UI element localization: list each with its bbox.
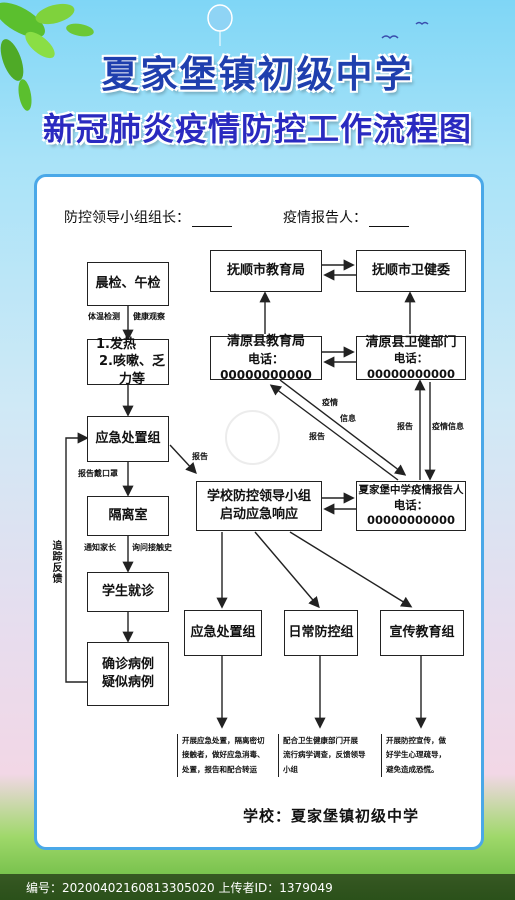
fushun-edu-label: 抚顺市教育局 (226, 263, 305, 279)
image-footer: 编号：20200402160813305020 上传者ID：1379049 (0, 874, 515, 900)
fushun-edu-box: 抚顺市教育局 (210, 250, 322, 292)
fushun-health-label: 抚顺市卫健委 (371, 263, 450, 279)
info-label: 信息 (340, 414, 356, 423)
sub-emergency-label: 应急处置组 (190, 625, 256, 641)
trace-feedback-label: 追踪反馈 (50, 540, 61, 584)
symptom-cough: 2.咳嗽、乏力等 (99, 354, 165, 387)
school-leader-label: 学校防控领导小组 (206, 489, 311, 505)
hospital-box: 学生就诊 (87, 572, 169, 612)
hospital-label: 学生就诊 (101, 584, 154, 600)
daily-description: 配合卫生健康部门开展 流行病学调查，反馈领导 小组 (278, 734, 373, 777)
confirmed-box: 确诊病例 疑似病例 (87, 642, 169, 706)
publicity-desc-line: 好学生心理疏导， (386, 750, 446, 760)
notify-parents-label: 通知家长 (84, 543, 116, 552)
health-observe-label: 健康观察 (133, 312, 165, 321)
sub-emergency-box: 应急处置组 (184, 610, 262, 656)
emergency-response-label: 启动应急响应 (219, 507, 298, 522)
school-reporter-box: 夏家堡中学疫情报告人 电话：00000000000 (356, 481, 466, 531)
footer-text: 编号：20200402160813305020 上传者ID：1379049 (26, 880, 333, 895)
epidemic-info-label: 疫情信息 (432, 422, 464, 431)
qingyuan-health-box: 清原县卫健部门 电话：00000000000 (356, 334, 466, 381)
symptom-fever: 1.发热 (96, 336, 136, 352)
leader-blank (192, 213, 232, 227)
school-leader-box: 学校防控领导小组 启动应急响应 (196, 481, 322, 531)
reporter-field: 疫情报告人： (283, 207, 409, 227)
balloon-icon (207, 4, 233, 46)
watermark-circle (225, 410, 280, 465)
sub-daily-label: 日常防控组 (288, 625, 354, 641)
reporter-blank (369, 213, 409, 227)
daily-desc-line: 流行病学调查，反馈领导 (283, 750, 366, 760)
emergency-group-box: 应急处置组 (87, 416, 169, 462)
emergency-desc-line: 开展应急处置，隔离密切 (182, 736, 265, 745)
leader-field: 防控领导小组组长： (64, 207, 232, 227)
confirmed-label: 确诊病例 (101, 657, 154, 673)
sub-publicity-label: 宣传教育组 (389, 625, 455, 641)
suspected-label: 疑似病例 (101, 675, 154, 690)
emergency-desc-line: 处置，报告和配合转运 (182, 764, 257, 774)
leader-label: 防控领导小组组长： (64, 210, 190, 226)
emergency-desc-line: 接触者，做好应急消毒、 (182, 750, 265, 760)
qingyuan-edu-box: 清原县教育局 电话：00000000000 (210, 334, 322, 382)
qingyuan-edu-label: 清原县教育局 (226, 334, 305, 350)
isolation-label: 隔离室 (108, 508, 148, 524)
school-reporter-label: 夏家堡中学疫情报告人 (358, 484, 464, 497)
daily-desc-line: 小组 (283, 764, 298, 774)
daily-desc-line: 配合卫生健康部门开展 (283, 736, 358, 745)
symptoms-box: 1.发热 2.咳嗽、乏力等 (87, 336, 169, 387)
temp-check-label: 体温检测 (88, 312, 120, 321)
report3-label: 报告 (397, 422, 413, 431)
qingyuan-edu-phone: 电话：00000000000 (220, 351, 312, 382)
report-mask-label: 报告戴口罩 (78, 469, 118, 478)
report-label: 报告 (192, 452, 208, 461)
page-subtitle: 新冠肺炎疫情防控工作流程图 (42, 110, 472, 148)
leaves-decoration (0, 2, 94, 111)
sub-daily-box: 日常防控组 (284, 610, 358, 656)
report2-label: 报告 (309, 432, 325, 441)
qingyuan-health-phone: 电话：00000000000 (366, 351, 456, 381)
school-reporter-phone: 电话：00000000000 (366, 497, 456, 528)
birds-icon (381, 21, 429, 40)
publicity-desc-line: 避免造成恐慌。 (386, 764, 439, 774)
epidemic-label: 疫情 (322, 398, 338, 407)
ask-history-label: 询问接触史 (132, 543, 172, 552)
school-name: 学校：夏家堡镇初级中学 (243, 807, 420, 825)
sub-publicity-box: 宣传教育组 (380, 610, 464, 656)
fushun-health-box: 抚顺市卫健委 (356, 250, 466, 292)
isolation-box: 隔离室 (87, 496, 169, 536)
page-title: 夏家堡镇初级中学 (101, 53, 414, 96)
publicity-desc-line: 开展防控宣传，做 (386, 736, 446, 745)
emergency-description: 开展应急处置，隔离密切 接触者，做好应急消毒、 处置，报告和配合转运 (177, 734, 272, 777)
reporter-label: 疫情报告人： (283, 210, 367, 226)
emergency-group-label: 应急处置组 (95, 431, 161, 447)
publicity-description: 开展防控宣传，做 好学生心理疏导， 避免造成恐慌。 (381, 734, 471, 777)
qingyuan-health-label: 清原县卫健部门 (365, 334, 457, 350)
check-label: 晨检、午检 (95, 276, 161, 292)
check-box: 晨检、午检 (87, 262, 169, 306)
